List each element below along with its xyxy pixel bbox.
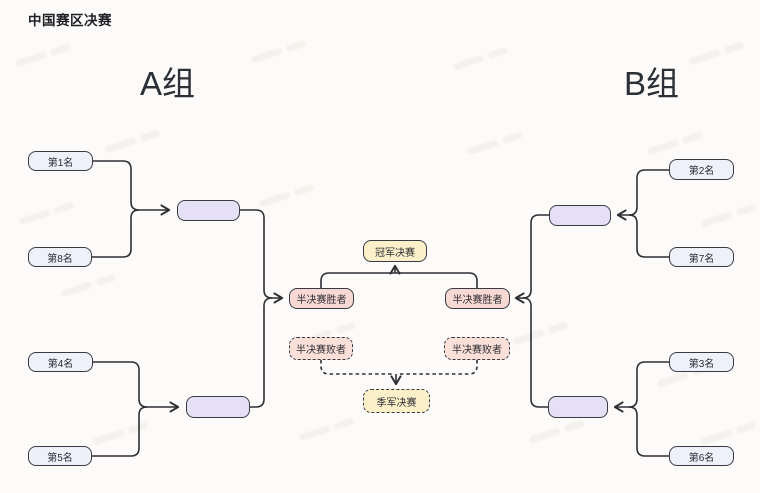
- seed-rank-4: 第4名: [28, 352, 93, 372]
- seed-rank-3: 第3名: [669, 352, 734, 372]
- seed-rank-7: 第7名: [669, 247, 734, 267]
- match-slot-a2: [186, 396, 250, 418]
- championship-final-node: 冠军决赛: [363, 240, 427, 262]
- seed-rank-6: 第6名: [669, 446, 734, 466]
- semifinal-winner-right-node: 半决赛胜者: [445, 288, 510, 309]
- group-a-heading: A组: [140, 65, 196, 102]
- third-place-final-node: 季军决赛: [363, 389, 430, 413]
- seed-rank-8: 第8名: [28, 247, 92, 267]
- semifinal-winner-left-node: 半决赛胜者: [289, 288, 354, 309]
- seed-rank-1: 第1名: [28, 151, 93, 171]
- page-title: 中国赛区决赛: [28, 13, 112, 28]
- match-slot-a1: [177, 200, 240, 221]
- seed-rank-2: 第2名: [669, 159, 734, 180]
- match-slot-b1: [549, 205, 611, 226]
- group-b-heading: B组: [624, 65, 680, 102]
- semifinal-loser-right-node: 半决赛败者: [444, 337, 510, 360]
- semifinal-loser-left-node: 半决赛败者: [289, 337, 353, 360]
- seed-rank-5: 第5名: [28, 446, 92, 466]
- match-slot-b2: [548, 396, 608, 418]
